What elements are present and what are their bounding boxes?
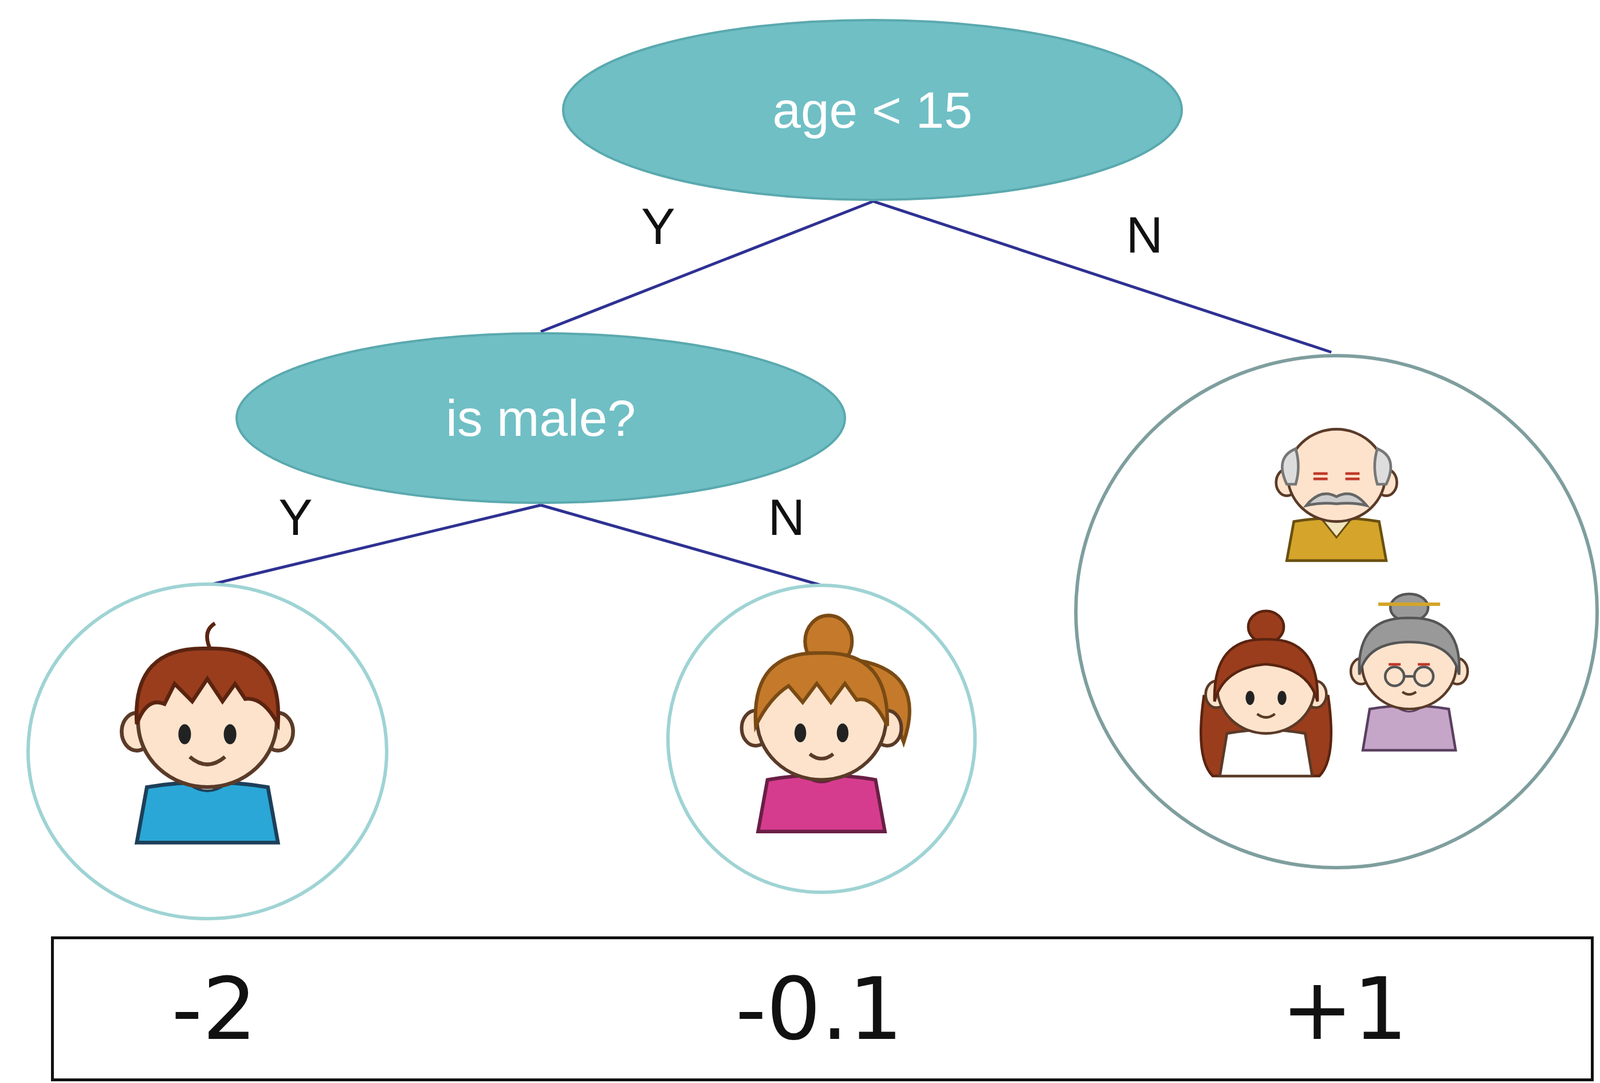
- branch-label: Y: [637, 201, 679, 253]
- boy-figure: [121, 623, 293, 843]
- leaf-score-box: -2 -0.1 +1: [50, 936, 1594, 1082]
- branch-label: Y: [274, 492, 316, 544]
- decision-ellipse: is male?: [234, 331, 847, 505]
- branch-label: N: [764, 492, 809, 544]
- branch-label: N: [1122, 209, 1167, 261]
- grandma-figure: [1350, 594, 1468, 751]
- decision-label: is male?: [445, 388, 636, 448]
- leaf-score: +1: [1280, 959, 1408, 1060]
- decision-ellipse: age < 15: [561, 18, 1184, 202]
- leaf-circle: [28, 584, 387, 919]
- grandpa-figure: [1276, 429, 1398, 561]
- woman-figure: [1200, 611, 1331, 777]
- leaf-score: -2: [171, 959, 258, 1060]
- leaf-circle: [1075, 355, 1598, 868]
- branch-line: [872, 201, 1332, 353]
- leaf-circle: [667, 585, 976, 893]
- branch-line: [207, 505, 541, 586]
- leaf-score: -0.1: [735, 959, 904, 1060]
- decision-label: age < 15: [772, 80, 973, 140]
- girl-figure: [741, 615, 910, 832]
- branch-connector: [540, 201, 873, 332]
